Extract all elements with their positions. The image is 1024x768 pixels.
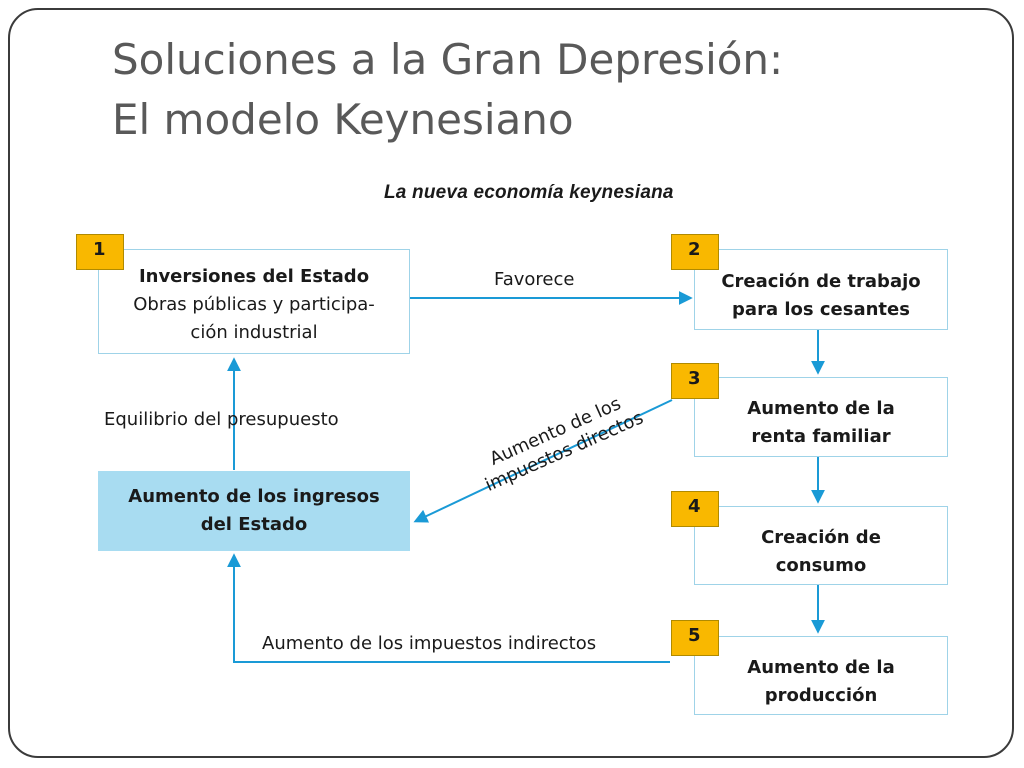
- slide-title-line-2: El modelo Keynesiano: [112, 95, 574, 144]
- label-equilibrio-del-presupuesto: Equilibrio del presupuesto: [104, 409, 339, 430]
- box-4-line-1: Creación de: [761, 526, 881, 548]
- box-5-line-2: producción: [764, 684, 878, 706]
- box-inversiones-del-estado: Inversiones del Estado Obras públicas y …: [98, 249, 410, 354]
- box-creacion-de-consumo: Creación de consumo: [694, 506, 948, 585]
- box-1-line-2: Obras públicas y participa-: [133, 293, 375, 315]
- box-1-title: Inversiones del Estado: [138, 265, 370, 287]
- box-aumento-produccion: Aumento de la producción: [694, 636, 948, 715]
- box-3-line-1: Aumento de la: [747, 398, 895, 419]
- box-1-line-3: ción industrial: [190, 321, 318, 343]
- box-2-line-1: Creación de trabajo: [721, 270, 921, 292]
- arrow-box3-to-state: [413, 399, 673, 523]
- box-creacion-de-trabajo: Creación de trabajo para los cesantes: [694, 249, 948, 330]
- state-box-line-1: Aumento de los ingresos: [128, 486, 380, 507]
- badge-number-2: 2: [671, 234, 719, 270]
- slide-title-line-1: Soluciones a la Gran Depresión:: [112, 35, 784, 84]
- arrow-box5-to-state: [227, 553, 670, 663]
- box-4-line-2: consumo: [775, 554, 867, 576]
- box-5-line-1: Aumento de la: [747, 656, 895, 678]
- figure-title: La nueva economía keynesiana: [384, 182, 674, 203]
- slide-title: Soluciones a la Gran Depresión: El model…: [112, 30, 932, 150]
- badge-number-4: 4: [671, 491, 719, 527]
- box-2-line-2: para los cesantes: [732, 298, 910, 320]
- box-aumento-ingresos-estado: Aumento de los ingresos del Estado: [98, 471, 410, 551]
- box-3-line-2: renta familiar: [751, 426, 891, 447]
- badge-number-5: 5: [671, 620, 719, 656]
- state-box-line-2: del Estado: [200, 514, 308, 535]
- label-aumento-impuestos-indirectos: Aumento de los impuestos indirectos: [262, 633, 597, 654]
- badge-number-3: 3: [671, 363, 719, 399]
- label-favorece: Favorece: [494, 269, 575, 290]
- slide-frame: [8, 8, 1014, 758]
- badge-number-1: 1: [76, 234, 124, 270]
- box-aumento-renta-familiar: Aumento de la renta familiar: [694, 377, 948, 457]
